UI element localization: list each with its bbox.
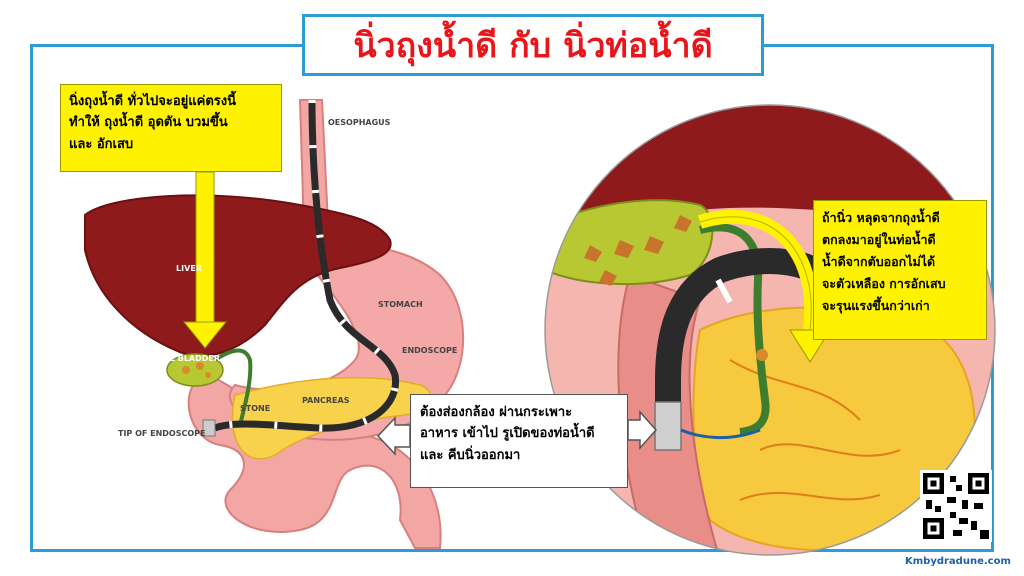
note-left-line: ทำให้ ถุงน้ำดี อุดตัน บวมขึ้น: [69, 115, 228, 131]
label-pancreas: PANCREAS: [302, 396, 350, 405]
title-box: นิ่วถุงน้ำดี กับ นิ่วท่อน้ำดี: [302, 14, 764, 76]
liver-shape: [84, 194, 392, 357]
note-right-line: ถ้านิ่ว หลุดจากถุงน้ำดี: [822, 210, 940, 225]
note-left-line: และ อักเสบ: [69, 136, 134, 152]
note-center-line: และ คีบนิ่วออกมา: [420, 447, 521, 463]
note-right-line: จะรุนแรงขึ้นกว่าเก่า: [822, 297, 930, 313]
label-stone: STONE: [240, 404, 271, 413]
note-left-line: นิ่งถุงน้ำดี ทั่วไปจะอยู่แค่ตรงนี้: [69, 94, 237, 109]
endoscope-left: [213, 99, 400, 432]
note-right-callout: ถ้านิ่ว หลุดจากถุงน้ำดี ตกลงมาอยู่ในท่อน…: [813, 200, 987, 340]
page-title: นิ่วถุงน้ำดี กับ นิ่วท่อน้ำดี: [353, 26, 713, 66]
label-gall-bladder: GALL BLADDER: [152, 354, 221, 363]
pointer-arrow-icon: [376, 410, 658, 456]
down-arrow-icon: [182, 171, 228, 349]
label-endoscope: ENDOSCOPE: [402, 346, 458, 355]
note-center-line: ต้องส่องกล้อง ผ่านกระเพาะ: [420, 405, 573, 420]
bile-duct-shape: [213, 348, 253, 426]
note-right-line: จะตัวเหลือง การอักเสบ: [822, 275, 946, 291]
label-liver: LIVER: [176, 264, 202, 273]
label-tip-of-endoscope: TIP OF ENDOSCOPE: [118, 429, 206, 438]
gallbladder-shape: [166, 353, 224, 387]
note-right-line: ตกลงมาอยู่ในท่อน้ำดี: [822, 231, 936, 247]
label-stomach: STOMACH: [378, 300, 423, 309]
note-center-callout: ต้องส่องกล้อง ผ่านกระเพาะ อาหาร เข้าไป ร…: [410, 394, 628, 488]
qr-code-icon: [920, 470, 992, 542]
watermark-site: Kmbydradune.com: [905, 556, 1011, 567]
note-center-line: อาหาร เข้าไป รูเปิดของท่อน้ำดี: [420, 426, 595, 442]
note-right-line: น้ำดีจากตับออกไม่ได้: [822, 253, 936, 269]
pancreas-shape: [231, 376, 432, 460]
note-left-callout: นิ่งถุงน้ำดี ทั่วไปจะอยู่แค่ตรงนี้ ทำให้…: [60, 84, 282, 172]
gallbladder-zoom: [545, 199, 714, 286]
label-oesophagus: OESOPHAGUS: [328, 118, 391, 127]
